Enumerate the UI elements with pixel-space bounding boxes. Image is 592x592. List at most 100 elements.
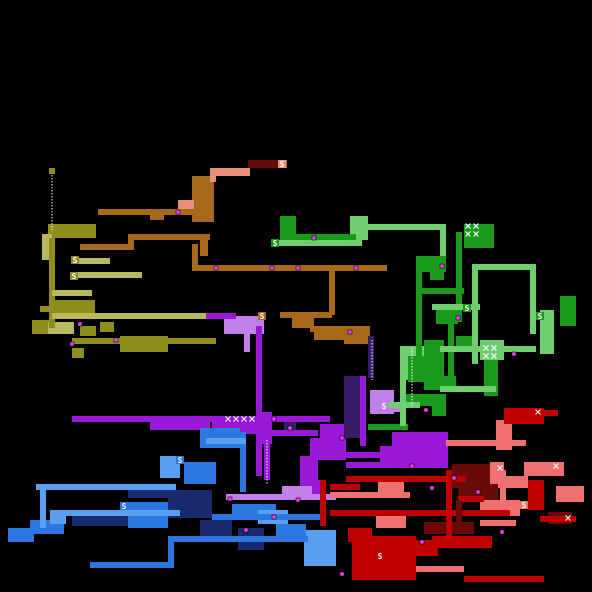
room [348, 528, 372, 542]
door-marker-icon [339, 435, 345, 441]
corridor [244, 330, 250, 352]
corridor [72, 272, 142, 278]
corridor [168, 536, 174, 566]
corridor [52, 290, 92, 296]
corridor [416, 266, 422, 376]
boss-x-icon [483, 353, 489, 359]
room [248, 160, 280, 168]
door-marker-icon [175, 209, 181, 215]
boss-x-icon [233, 416, 239, 422]
room [432, 404, 446, 416]
corridor [40, 306, 92, 312]
boss-x-stroke [249, 416, 255, 422]
corridor [440, 346, 536, 352]
save-room-label: S [73, 256, 78, 265]
door-marker-icon [295, 265, 301, 271]
corridor [530, 264, 536, 334]
door-marker-icon [455, 315, 461, 321]
corridor [72, 416, 330, 422]
corridor-layer [36, 168, 576, 582]
corridor [416, 288, 464, 294]
room [344, 332, 370, 344]
room [210, 168, 250, 176]
corridor [360, 376, 366, 446]
corridor [440, 224, 446, 256]
door-marker-icon [475, 489, 481, 495]
room [100, 322, 114, 332]
boss-x-icon [565, 515, 571, 521]
corridor [256, 326, 262, 476]
door-marker-icon [271, 416, 277, 422]
save-room-label: S [522, 501, 527, 510]
save-room-icon [70, 272, 78, 280]
corridor [446, 470, 452, 540]
save-room-label: S [382, 402, 387, 411]
door-marker-icon [511, 351, 517, 357]
save-room-label: S [72, 272, 77, 281]
corridor [60, 510, 180, 516]
door-marker-icon [269, 265, 275, 271]
corridor [49, 238, 55, 328]
corridor [448, 320, 454, 390]
corridor [280, 312, 332, 318]
corridor [206, 313, 236, 319]
save-room-icon [120, 502, 128, 510]
door-marker-icon [353, 265, 359, 271]
corridor [310, 456, 316, 486]
boss-x-stroke [491, 345, 497, 351]
room [184, 462, 216, 484]
boss-x-stroke [473, 231, 479, 237]
room [80, 326, 96, 336]
boss-x-icon [553, 463, 559, 469]
corridor [240, 432, 246, 492]
corridor [296, 234, 356, 240]
corridor [310, 326, 370, 332]
door-marker-icon [227, 496, 233, 502]
door-marker-icon [409, 463, 415, 469]
boss-x-icon [483, 345, 489, 351]
door-marker-icon [423, 407, 429, 413]
save-room-label: S [378, 552, 383, 561]
save-room-label: S [273, 239, 278, 248]
boss-x-icon [465, 231, 471, 237]
corridor [346, 476, 466, 482]
room [224, 316, 264, 334]
save-room-icon [463, 304, 471, 312]
door-marker-icon [311, 235, 317, 241]
corridor [40, 484, 46, 528]
door-marker-icon [439, 263, 445, 269]
boss-x-icon [249, 416, 255, 422]
room [424, 340, 444, 390]
boss-x-stroke [565, 515, 571, 521]
corridor [72, 258, 110, 264]
corridor [49, 168, 55, 174]
save-room-label: S [465, 304, 470, 313]
corridor [72, 338, 216, 344]
corridor [264, 440, 270, 480]
corridor [540, 516, 576, 522]
corridor [212, 514, 322, 520]
door-marker-icon [451, 475, 457, 481]
room [432, 536, 492, 548]
boss-x-stroke [233, 416, 239, 422]
boss-x-icon [473, 223, 479, 229]
boss-x-stroke [225, 416, 231, 422]
boss-x-icon [241, 416, 247, 422]
boss-x-stroke [483, 353, 489, 359]
corridor [480, 520, 516, 526]
corridor [36, 484, 176, 490]
corridor [210, 168, 216, 182]
room [192, 176, 214, 222]
save-room-label: S [538, 312, 543, 321]
boss-x-icon [491, 345, 497, 351]
room [160, 456, 180, 478]
corridor [320, 480, 326, 526]
room [524, 462, 564, 476]
boss-x-icon [491, 353, 497, 359]
boss-x-stroke [241, 416, 247, 422]
room [280, 216, 296, 246]
room [282, 486, 312, 496]
corridor [346, 462, 406, 468]
door-marker-icon [499, 529, 505, 535]
